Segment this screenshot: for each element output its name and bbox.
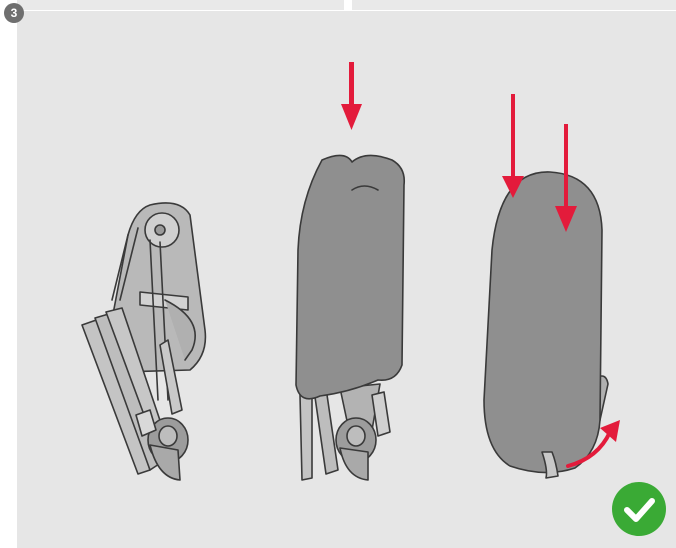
stroller-partially-covered [296,155,404,480]
down-arrow-icon [341,62,362,130]
stroller-fully-covered [484,172,608,478]
check-icon [612,482,666,536]
folded-stroller-frame [82,203,205,480]
down-arrow-icon [502,94,524,198]
check-mark [612,482,666,536]
